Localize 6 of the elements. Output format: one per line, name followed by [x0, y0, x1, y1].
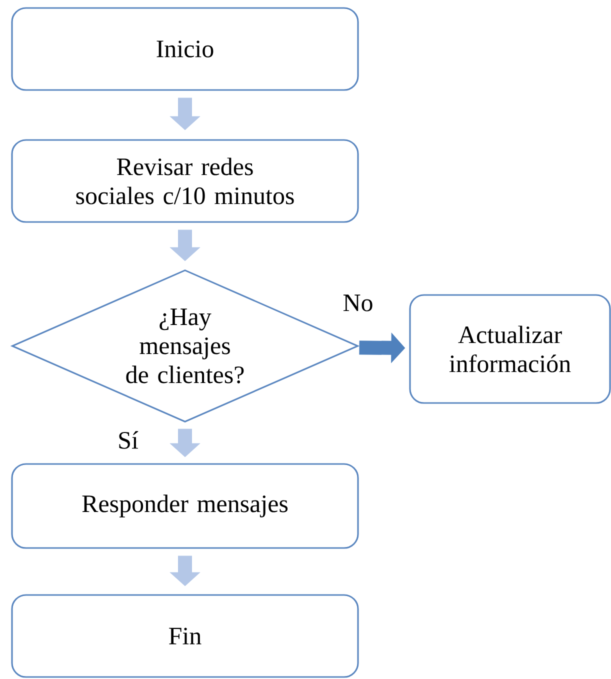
process-box: Actualizar información	[409, 294, 611, 404]
process-box: Responder mensajes	[11, 463, 359, 549]
process-box: Fin	[11, 594, 359, 678]
edge-label: Sí	[116, 430, 140, 450]
process-box: Revisar redes sociales c/10 minutos	[11, 139, 359, 223]
process-box: Inicio	[11, 7, 359, 91]
